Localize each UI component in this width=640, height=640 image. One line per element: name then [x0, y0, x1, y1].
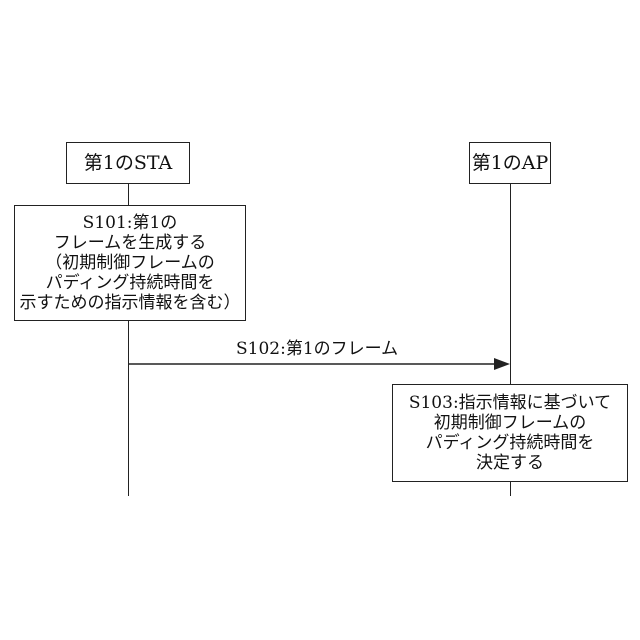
step-s103-line: S103:指示情報に基づいて	[409, 393, 611, 413]
step-s103-line: パディング持続時間を	[409, 433, 611, 453]
step-s103-line: 決定する	[409, 453, 611, 473]
step-s103-box: S103:指示情報に基づいて 初期制御フレームの パディング持続時間を 決定する	[392, 384, 628, 482]
message-s102-label: S102:第1のフレーム	[236, 341, 398, 358]
step-s103-text: S103:指示情報に基づいて 初期制御フレームの パディング持続時間を 決定する	[409, 393, 611, 473]
step-s103-line: 初期制御フレームの	[409, 413, 611, 433]
message-arrowhead	[494, 358, 510, 370]
